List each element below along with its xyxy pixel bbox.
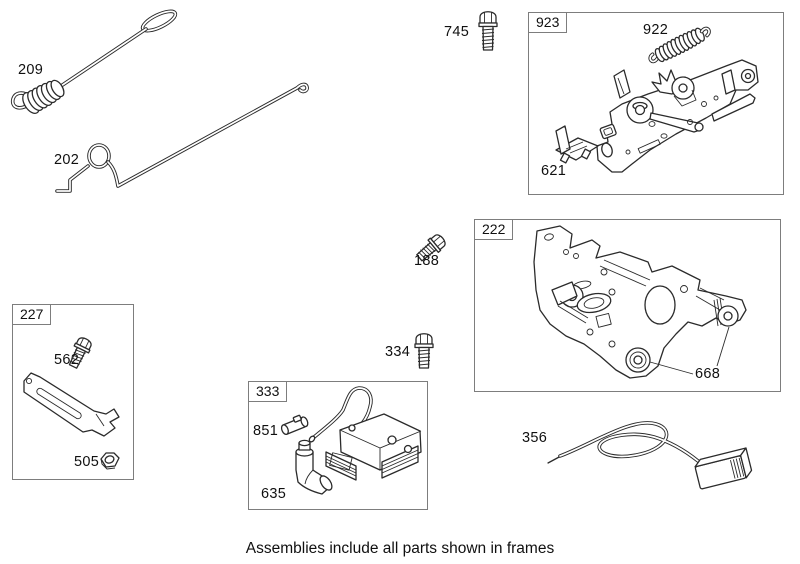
frame-227: 227 [12,304,134,480]
assembly-923-drawing [555,26,759,173]
part-label-922: 922 [643,22,669,38]
part-label-334: 334 [385,344,411,360]
lever-227-drawing [23,337,120,470]
caption: Assemblies include all parts shown in fr… [245,540,555,557]
frame-923-label: 923 [528,12,568,33]
frame-333-label: 333 [248,381,288,402]
frame-222: 222 [474,219,781,392]
frame-333: 333 [248,381,428,510]
bolt-745-drawing [478,11,498,51]
part-label-851: 851 [253,423,279,439]
bolt-188-drawing [416,234,446,262]
rod-202-drawing [55,82,309,193]
part-label-505: 505 [74,454,100,470]
bolt-334-drawing [414,333,434,369]
frame-923: 923 [528,12,784,195]
part-label-356: 356 [522,430,548,446]
part-label-668: 668 [695,366,721,382]
part-label-209: 209 [18,62,44,78]
cable-356-drawing [547,421,753,490]
bracket-222-drawing [533,225,747,379]
part-label-188: 188 [414,253,440,269]
part-label-562: 562 [54,352,80,368]
frame-227-label: 227 [12,304,52,325]
frame-222-label: 222 [474,219,514,240]
spring-209-drawing [10,9,178,114]
part-label-202: 202 [54,152,80,168]
part-label-745: 745 [444,24,470,40]
part-label-635: 635 [261,486,287,502]
ignition-333-drawing [280,386,422,495]
part-label-621: 621 [541,163,567,179]
